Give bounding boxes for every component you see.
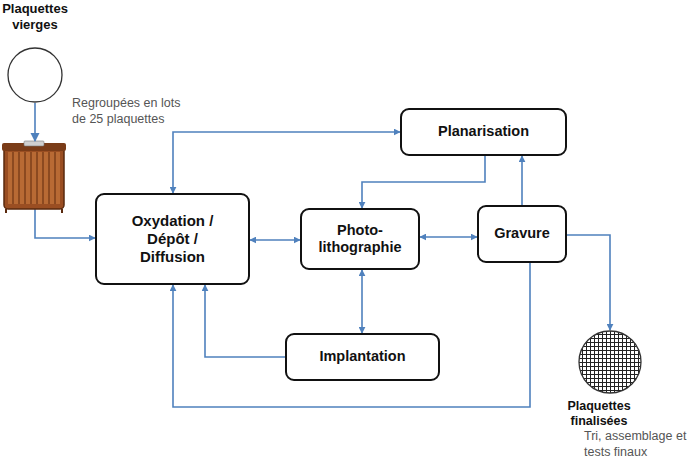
- arrow-head: [31, 133, 40, 142]
- process-box: Implantation: [285, 333, 440, 381]
- circle-outline: [578, 330, 642, 394]
- process-box: Gravure: [477, 205, 567, 263]
- process-box: Planarisation: [400, 108, 567, 156]
- flow-arrow: [205, 285, 285, 357]
- box-label: Photo-lithographie: [310, 222, 410, 257]
- wafer-cassette: [2, 141, 66, 213]
- node-heading: Plaquettes finalisées: [556, 399, 642, 429]
- box-label: Oxydation / Dépôt / Diffusion: [123, 212, 223, 266]
- node-heading: Plaquettes vierges: [0, 1, 85, 32]
- wafer-circle: Plaquettes vierges: [7, 47, 63, 103]
- wafer-circle: Plaquettes finalisées: [578, 330, 642, 394]
- flow-arrow: [250, 239, 300, 241]
- process-box: Oxydation / Dépôt / Diffusion: [95, 193, 250, 285]
- box-label: Planarisation: [438, 123, 529, 140]
- flow-arrow: [567, 235, 610, 330]
- flow-arrow: [420, 236, 477, 238]
- annotation: Regroupées en lots de 25 plaquettes: [72, 96, 197, 127]
- circle-outline: [7, 47, 63, 103]
- flow-arrow: [173, 132, 400, 193]
- box-label: Gravure: [494, 225, 550, 242]
- flow-arrow: [521, 156, 523, 205]
- flow-arrow: [362, 156, 485, 208]
- process-box: Photo-lithographie: [300, 208, 420, 270]
- flow-arrow: [361, 270, 363, 333]
- annotation: Tri, assemblage et tests finaux: [584, 429, 689, 459]
- box-label: Implantation: [319, 348, 405, 365]
